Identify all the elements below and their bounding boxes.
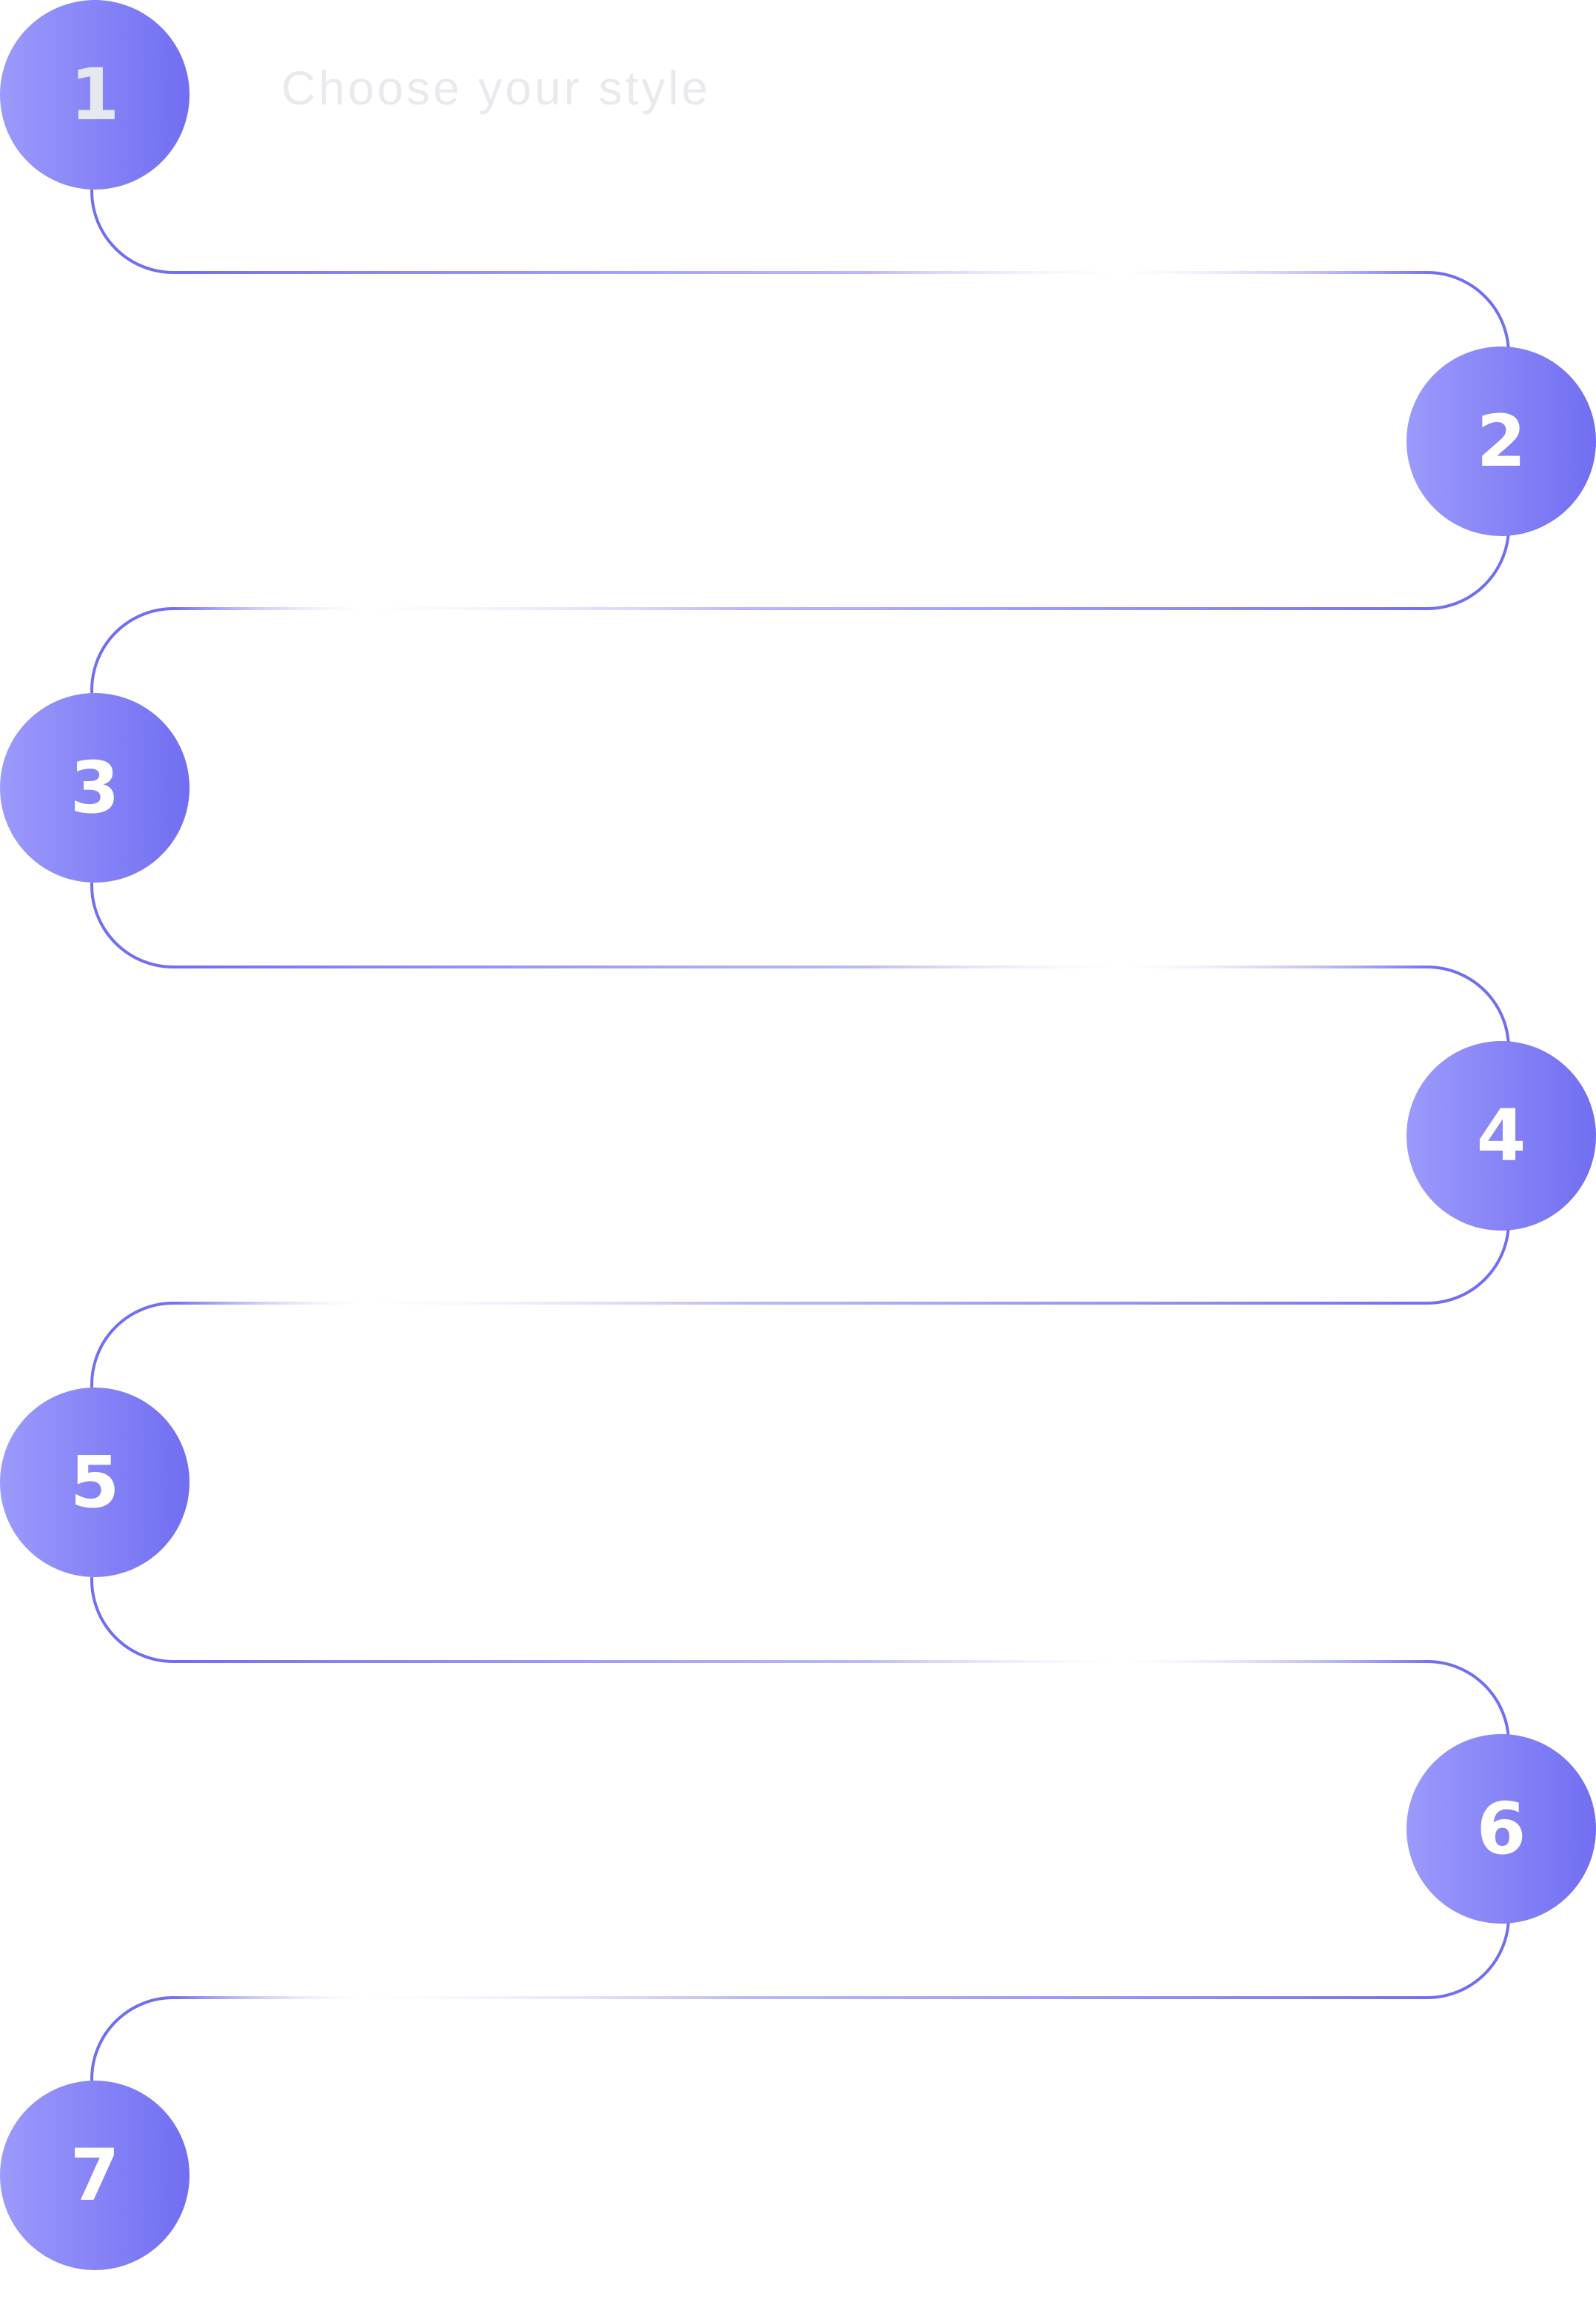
step-2-circle: 2	[1406, 347, 1596, 536]
step-4-circle: 4	[1406, 1041, 1596, 1231]
connector-4-5	[90, 1221, 1510, 1388]
step-1-circle: 1	[0, 0, 190, 190]
connector-1-2	[90, 190, 1510, 355]
connector-6-7	[90, 1915, 1510, 2082]
step-5-number: 5	[70, 1441, 120, 1524]
step-1-number: 1	[70, 53, 120, 136]
step-6-circle: 6	[1406, 1734, 1596, 1924]
step-5-circle: 5	[0, 1388, 190, 1577]
step-1-title: Choose your style	[281, 61, 711, 115]
step-3-circle: 3	[0, 693, 190, 883]
step-4-number: 4	[1476, 1094, 1526, 1177]
step-3-number: 3	[70, 746, 120, 829]
step-7-circle: 7	[0, 2081, 190, 2270]
step-2-number: 2	[1476, 400, 1526, 483]
connector-2-3	[90, 526, 1510, 693]
connector-5-6	[90, 1577, 1510, 1744]
step-7-number: 7	[70, 2134, 120, 2217]
connector-3-4	[90, 883, 1510, 1049]
step-6-number: 6	[1476, 1787, 1526, 1870]
